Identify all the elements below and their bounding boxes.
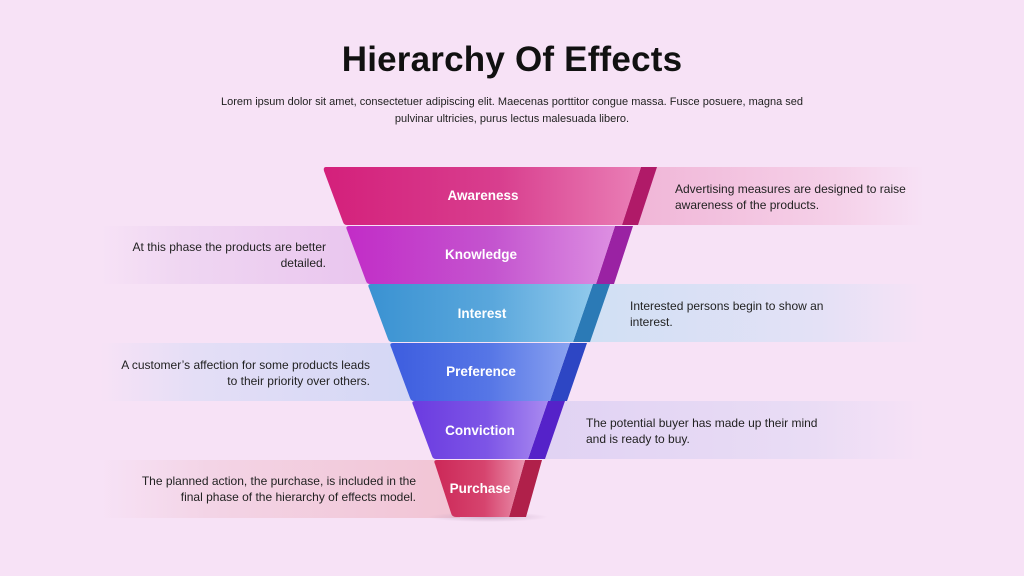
knowledge-side — [596, 226, 633, 284]
stage-label-conviction: Conviction — [445, 423, 515, 438]
interest-side — [573, 284, 610, 342]
conviction-side — [528, 401, 565, 459]
preference-segment — [390, 343, 570, 401]
band-knowledge — [100, 226, 380, 284]
band-conviction — [530, 401, 925, 459]
awareness-segment — [323, 167, 641, 225]
description-purchase: The planned action, the purchase, is inc… — [141, 474, 416, 504]
band-purchase — [100, 460, 460, 518]
stage-label-awareness: Awareness — [447, 188, 519, 203]
description-conviction: The potential buyer has made up their mi… — [586, 416, 818, 446]
description-awareness: Advertising measures are designed to rai… — [675, 182, 906, 212]
description-preference: A customer’s affection for some products… — [121, 358, 370, 388]
conviction-segment — [412, 401, 548, 459]
stage-label-interest: Interest — [457, 306, 507, 321]
knowledge-segment — [346, 226, 615, 284]
purchase-side — [509, 460, 542, 517]
awareness-side — [622, 167, 657, 225]
stage-label-purchase: Purchase — [449, 481, 511, 496]
description-knowledge: At this phase the products are better de… — [132, 240, 326, 270]
interest-segment — [368, 284, 593, 342]
description-interest: Interested persons begin to show an inte… — [630, 299, 824, 329]
preference-side — [550, 343, 587, 401]
band-preference — [100, 343, 420, 401]
purchase-segment — [434, 460, 525, 517]
band-awareness — [620, 167, 925, 225]
stage-label-preference: Preference — [446, 364, 516, 379]
band-interest — [575, 284, 925, 342]
stage-label-knowledge: Knowledge — [444, 247, 517, 262]
page-subtitle: Lorem ipsum dolor sit amet, consectetuer… — [220, 96, 804, 125]
page-title: Hierarchy Of Effects — [341, 40, 683, 79]
